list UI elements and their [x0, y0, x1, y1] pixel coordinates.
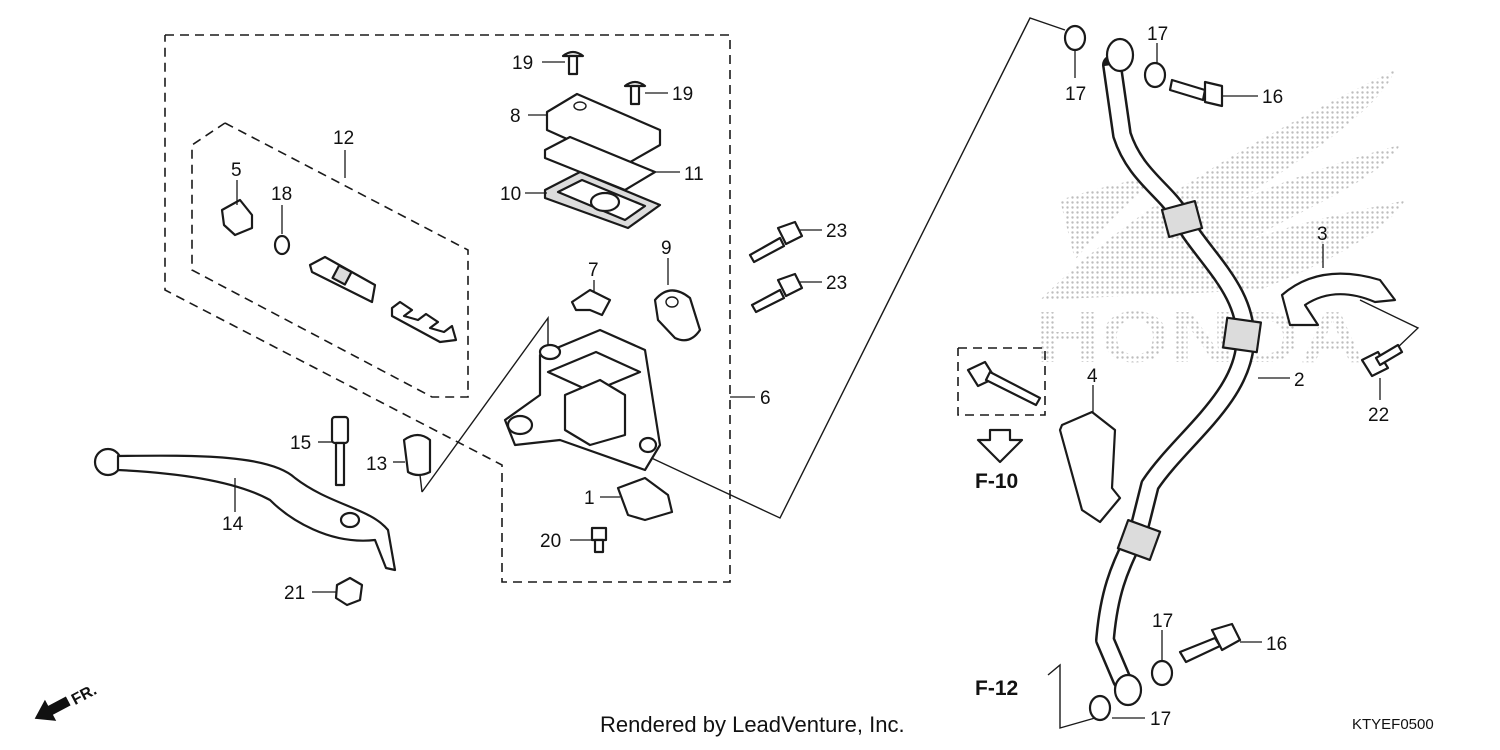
pivot-bolt-15 [330, 415, 350, 487]
front-direction-label: FR. [69, 682, 100, 709]
circlip-18 [273, 234, 291, 256]
callout-16-bottom: 16 [1266, 634, 1287, 655]
reservoir-cap-8 [545, 92, 662, 167]
washer-17-top-right [1143, 61, 1167, 89]
callout-12: 12 [333, 128, 354, 149]
master-cylinder-6 [503, 328, 662, 472]
washer-17-top-left [1063, 24, 1087, 52]
switch-1 [616, 476, 674, 522]
honda-wing-watermark: HONDA [1035, 70, 1405, 378]
callout-3: 3 [1317, 224, 1328, 245]
bolt-23-upper [748, 220, 804, 264]
bolt-22 [1360, 343, 1404, 378]
pivot-7 [570, 288, 612, 317]
callout-20: 20 [540, 531, 561, 552]
washer-17-bottom [1088, 694, 1112, 722]
hose-joint-line [644, 17, 1066, 519]
assembly-f10-outline [957, 347, 1046, 416]
callout-18: 18 [271, 184, 292, 205]
screw-19-second [623, 80, 647, 106]
callout-17-top-left: 17 [1065, 84, 1086, 105]
rendered-by-credit: Rendered by LeadVenture, Inc. [600, 712, 905, 737]
plate-11 [543, 135, 657, 192]
callout-6: 6 [760, 388, 771, 409]
assembly-12-outline [191, 122, 469, 398]
bolt-f10 [966, 360, 1042, 407]
spring [390, 300, 458, 344]
callout-13: 13 [366, 454, 387, 475]
callout-16-top: 16 [1262, 87, 1283, 108]
callout-4: 4 [1087, 366, 1098, 387]
callout-23-lower: 23 [826, 273, 847, 294]
callout-8: 8 [510, 106, 521, 127]
washer-17-bottom-mid [1150, 659, 1174, 687]
callout-9: 9 [661, 238, 672, 259]
nut-21 [334, 576, 364, 607]
f12-bracket-line [1047, 663, 1096, 729]
callout-23-upper: 23 [826, 221, 847, 242]
screw-20 [590, 526, 608, 554]
callout-21: 21 [284, 583, 305, 604]
bracket-4 [1058, 410, 1122, 524]
diaphragm-10 [543, 170, 662, 230]
brake-lever-14 [93, 447, 397, 572]
callout-14: 14 [222, 514, 244, 535]
clamp3-bolt-line [1359, 299, 1420, 351]
honda-wordmark: HONDA [1035, 298, 1365, 378]
cap-13 [402, 433, 432, 477]
fluid-line-13 [419, 315, 549, 493]
bolt-23-lower [750, 272, 804, 314]
arrow-f10-down [976, 428, 1024, 464]
callout-17-top-right: 17 [1147, 24, 1168, 45]
callout-1: 1 [584, 488, 595, 509]
callout-2: 2 [1294, 370, 1305, 391]
clamp-3 [1280, 272, 1397, 327]
callout-17-bottom-mid: 17 [1152, 611, 1173, 632]
reference-f12: F-12 [975, 677, 1018, 700]
callout-5: 5 [231, 160, 242, 181]
callout-10: 10 [500, 184, 521, 205]
callout-19-top: 19 [512, 53, 533, 74]
piston [308, 255, 377, 304]
callout-15: 15 [290, 433, 311, 454]
screw-19-top [561, 50, 585, 76]
boot-5 [220, 198, 254, 237]
callout-22: 22 [1368, 405, 1389, 426]
holder-9 [653, 289, 702, 342]
banjo-bolt-16-top [1168, 78, 1224, 108]
callout-7: 7 [588, 260, 599, 281]
front-direction-arrow: FR. [34, 682, 100, 721]
assembly-6-outline [164, 34, 731, 583]
callout-19-second: 19 [672, 84, 693, 105]
banjo-bolt-16-bottom [1178, 622, 1242, 664]
callout-17-bottom: 17 [1150, 709, 1171, 730]
brake-hose-2 [1095, 37, 1263, 707]
reference-f10: F-10 [975, 470, 1018, 493]
diagram-code: KTYEF0500 [1352, 716, 1434, 733]
callout-11: 11 [684, 164, 704, 185]
